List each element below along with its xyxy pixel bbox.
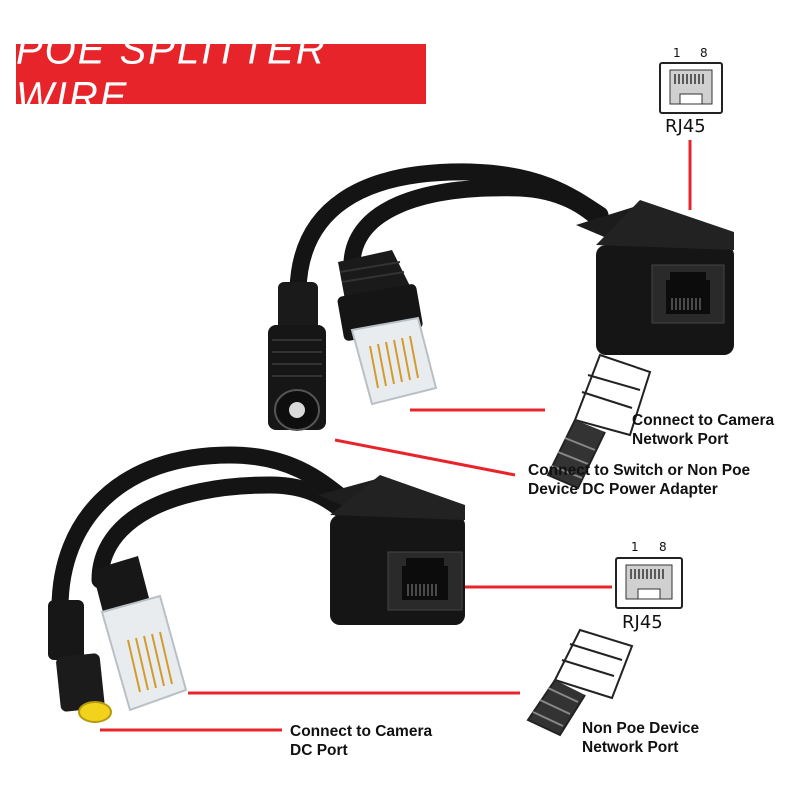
callout-switch-power: Connect to Switch or Non Poe Device DC P… xyxy=(528,462,751,498)
bottom-coupler-body xyxy=(318,475,465,625)
rj45-bottom-pin-right: 8 xyxy=(659,540,667,554)
callout-line-switch-power xyxy=(334,438,516,477)
rj45-top-pin-right: 8 xyxy=(700,46,708,60)
cable-plug-sketch-icon-bottom xyxy=(526,628,634,737)
top-coupler-body xyxy=(576,200,734,355)
title-banner: POE SPLITTER WIRE xyxy=(16,27,426,120)
rj45-top-pin-left: 1 xyxy=(673,46,681,60)
rj45-jack-icon-top xyxy=(659,62,723,114)
rj45-top-label: RJ45 xyxy=(665,116,706,137)
callout-lines xyxy=(100,140,692,732)
title-text: POE SPLITTER WIRE xyxy=(16,26,327,121)
cable-plug-sketch-icon-top xyxy=(546,353,652,490)
bottom-cable-dc xyxy=(51,446,354,617)
bottom-dc-male-plug xyxy=(48,600,112,723)
top-dc-female-connector xyxy=(268,282,326,431)
rj45-bottom-label: RJ45 xyxy=(622,612,663,633)
bottom-rj45-male-plug xyxy=(92,556,188,712)
callout-camera-dc: Connect to Camera DC Port xyxy=(290,723,433,759)
rj45-jack-icon-bottom xyxy=(615,557,683,609)
bottom-cable-rj45 xyxy=(91,476,357,589)
callout-nonpoe-network: Non Poe Device Network Port xyxy=(582,720,700,756)
callout-camera-network: Connect to Camera Network Port xyxy=(632,412,775,448)
rj45-bottom-pin-left: 1 xyxy=(631,540,639,554)
top-rj45-male-plug xyxy=(337,250,438,406)
top-cable-rj45 xyxy=(343,179,614,271)
